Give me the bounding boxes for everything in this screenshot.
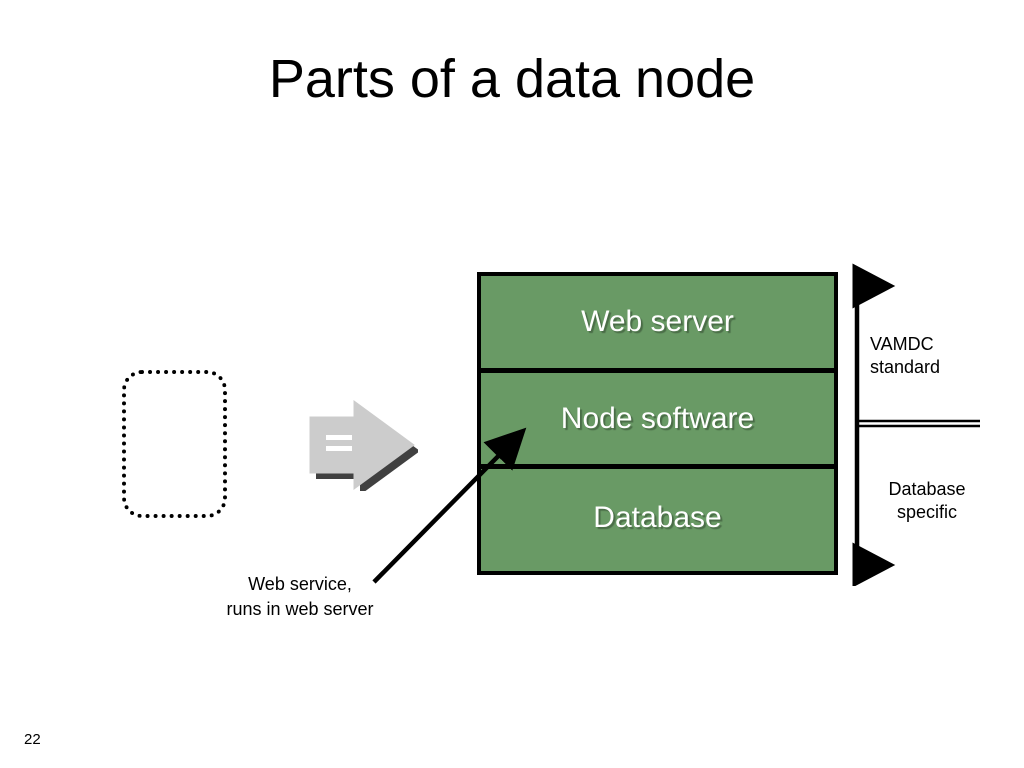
node-layer-database-label: Database [593,501,722,534]
callout-label-web-service: Web service, runs in web server [226,574,374,619]
scale-arrow-icon [840,262,1024,586]
node-layer-database[interactable]: Database [481,469,834,567]
node-layer-node-software[interactable]: Node software [481,368,834,469]
node-layer-web-server[interactable]: Web server [481,276,834,368]
node-stack: Web server Node software Database [477,272,838,575]
callout-arrow-icon [360,420,545,592]
scale-label-vamdc-standard: VAMDC standard [870,334,941,377]
node-layer-web-server-label: Web server [581,305,734,338]
scale-label-database-specific: Database specific [888,479,966,522]
placeholder-box [122,370,227,518]
page-title: Parts of a data node [268,49,756,109]
page-number: 22 [24,731,41,748]
node-layer-node-software-label: Node software [560,401,755,435]
equals-block-arrow-icon [298,395,418,491]
